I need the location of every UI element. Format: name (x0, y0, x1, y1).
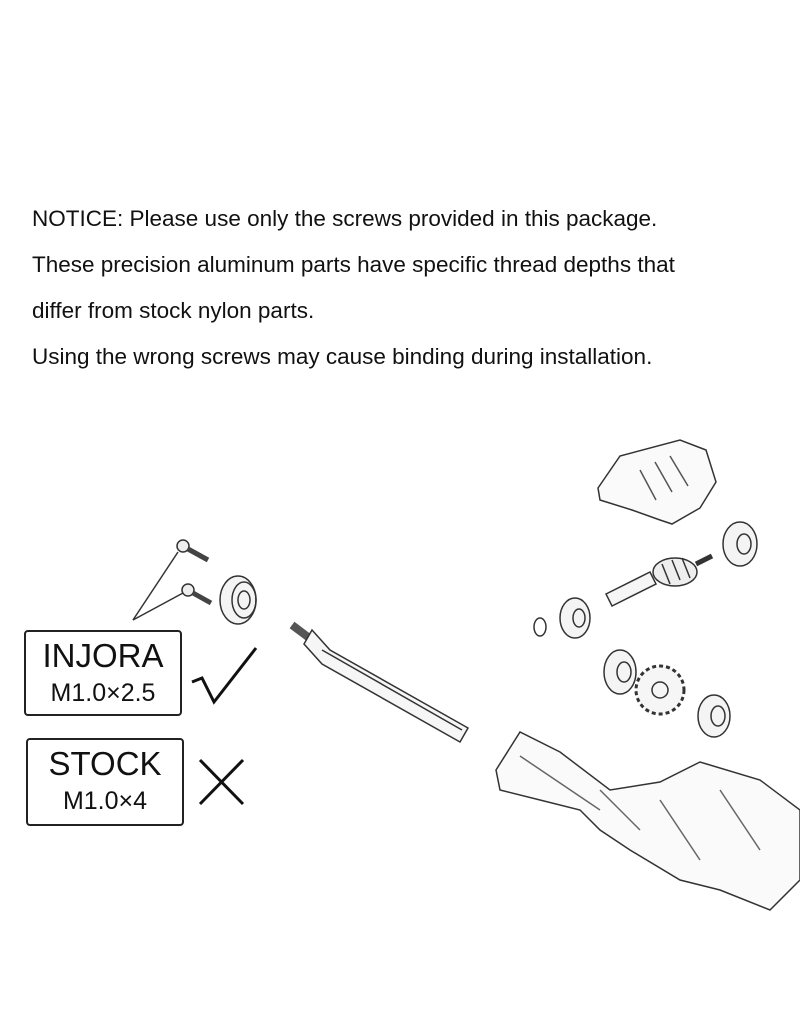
label-size: M1.0×4 (62, 787, 148, 815)
bearing-icon (697, 694, 731, 738)
bearing-icon (219, 575, 257, 625)
cross-mark-icon (198, 758, 245, 806)
bearing-icon (559, 597, 591, 639)
bearing-icon (722, 521, 758, 567)
spur-gear-icon (634, 664, 686, 716)
check-mark-icon (191, 647, 258, 705)
bearing-icon (603, 649, 637, 695)
injora-screw-label: INJORA M1.0×2.5 (24, 630, 182, 716)
label-brand: INJORA (42, 637, 164, 674)
notice-line: NOTICE: Please use only the screws provi… (32, 206, 658, 231)
notice-text: NOTICE: Please use only the screws provi… (32, 196, 792, 380)
notice-line: These precision aluminum parts have spec… (32, 252, 675, 277)
screw-icon (176, 539, 210, 563)
leader-lines (132, 551, 184, 621)
label-size: M1.0×2.5 (50, 679, 156, 707)
drive-shaft-icon (289, 621, 470, 744)
axle-housing-icon (495, 731, 800, 911)
notice-line: Using the wrong screws may cause binding… (32, 344, 653, 369)
label-brand: STOCK (48, 745, 162, 782)
notice-line: differ from stock nylon parts. (32, 298, 315, 323)
washer-icon (533, 617, 547, 637)
gear-cover-icon (597, 439, 717, 525)
stock-screw-label: STOCK M1.0×4 (26, 738, 184, 826)
worm-gear-icon (604, 553, 714, 608)
screw-icon (181, 583, 213, 606)
